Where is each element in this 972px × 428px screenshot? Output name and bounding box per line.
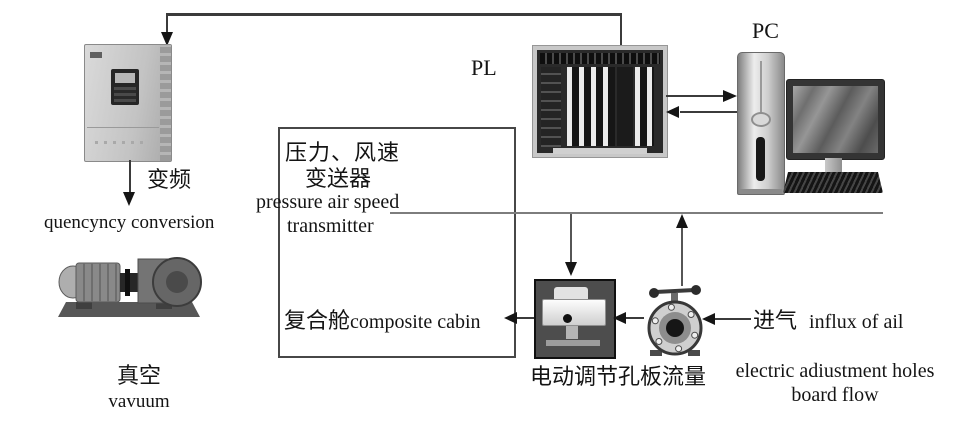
actuator-body [542, 299, 606, 326]
plc-module-stripes-left [567, 67, 615, 146]
arrow-into-converter-icon [161, 32, 173, 46]
air-inlet-label: 进气 influx of ail [753, 308, 904, 334]
arrow-into-actuator-left-icon [613, 312, 626, 324]
wire-plc-top-drop [620, 14, 622, 47]
wire-converter-to-pump [129, 160, 131, 192]
plc-terminal-strip [540, 53, 660, 64]
pc-label: PC [752, 18, 779, 43]
orifice-flowmeter-image [647, 285, 703, 356]
box-title-cn-line1: 压力、风速 [285, 140, 401, 165]
orifice-flow-label-cn: 电动调节孔板流量 [530, 364, 707, 389]
actuator-knob [563, 314, 572, 323]
actuator-stem [566, 326, 578, 339]
inlet-label-en: influx of ail [809, 311, 904, 333]
vacuum-pump-image [58, 257, 202, 317]
wire-plc-to-pc [666, 95, 723, 97]
wire-inlet-to-flowmeter [715, 318, 751, 320]
actuator-cap [554, 287, 588, 300]
box-title-en-line2: transmitter [287, 215, 374, 237]
converter-keypad-panel [111, 69, 139, 105]
tower-seam [760, 61, 762, 113]
composite-cabin-box [278, 127, 516, 358]
wire-pc-to-plc [680, 111, 737, 113]
frequency-converter-image [84, 44, 172, 162]
pump-label-cn: 真空 [116, 363, 161, 388]
arrow-flowmeter-to-bus-icon [676, 214, 688, 228]
arrow-into-pump-icon [123, 192, 135, 206]
orifice-flow-label-en-line2: board flow [791, 384, 879, 406]
cabin-label-en: composite cabin [350, 311, 481, 333]
wire-converter-drop [166, 15, 168, 33]
wire-bus-to-actuator [570, 214, 572, 262]
composite-cabin-label: 复合舱composite cabin [284, 308, 481, 334]
converter-display [115, 73, 135, 83]
tower-base [740, 189, 782, 194]
arrow-into-plc-icon [666, 106, 679, 118]
wire-plc-to-converter-horizontal [166, 13, 622, 16]
converter-side-vents [160, 45, 171, 161]
converter-keys [114, 87, 136, 102]
converter-logo [90, 52, 102, 58]
pc-monitor-stand [825, 158, 842, 172]
monitor-screen [793, 86, 878, 153]
arrow-into-cabin-icon [504, 312, 517, 324]
plc-module-dark [617, 67, 633, 146]
arrow-into-actuator-icon [565, 262, 577, 276]
converter-vent-dots [95, 141, 147, 144]
pc-tower-image [737, 52, 785, 195]
converter-seam [87, 127, 159, 128]
plc-module-stripes-right [635, 67, 654, 146]
arrow-into-flowmeter-icon [702, 313, 715, 325]
tower-drive-slot [756, 137, 765, 181]
arrow-into-pc-icon [723, 90, 737, 102]
inlet-label-cn: 进气 [753, 308, 798, 333]
plc-base [553, 148, 647, 154]
plc-image [532, 45, 668, 158]
wire-signal-bus [390, 212, 883, 214]
plc-cpu-module [541, 67, 561, 147]
pump-label-en: vavuum [108, 391, 170, 412]
wire-actuator-to-cabin [517, 317, 534, 319]
box-title-cn-line2: 变送器 [305, 166, 372, 191]
cabin-label-cn: 复合舱 [284, 308, 351, 333]
wire-flowmeter-to-bus [681, 228, 683, 286]
orifice-flow-label-en-line1: electric adiustment holes [735, 360, 935, 382]
converter-label-cn: 变频 [147, 167, 192, 192]
actuator-base [546, 340, 600, 346]
pc-monitor-image [786, 79, 885, 160]
plc-label: PL [471, 55, 497, 80]
pc-keyboard-image [783, 172, 883, 193]
wire-flowmeter-to-actuator [626, 317, 644, 319]
actuator-image [534, 279, 616, 359]
converter-label-en: quencyncy conversion [44, 212, 215, 233]
tower-button [751, 112, 771, 127]
box-title-en-line1: pressure air speed [256, 191, 400, 213]
